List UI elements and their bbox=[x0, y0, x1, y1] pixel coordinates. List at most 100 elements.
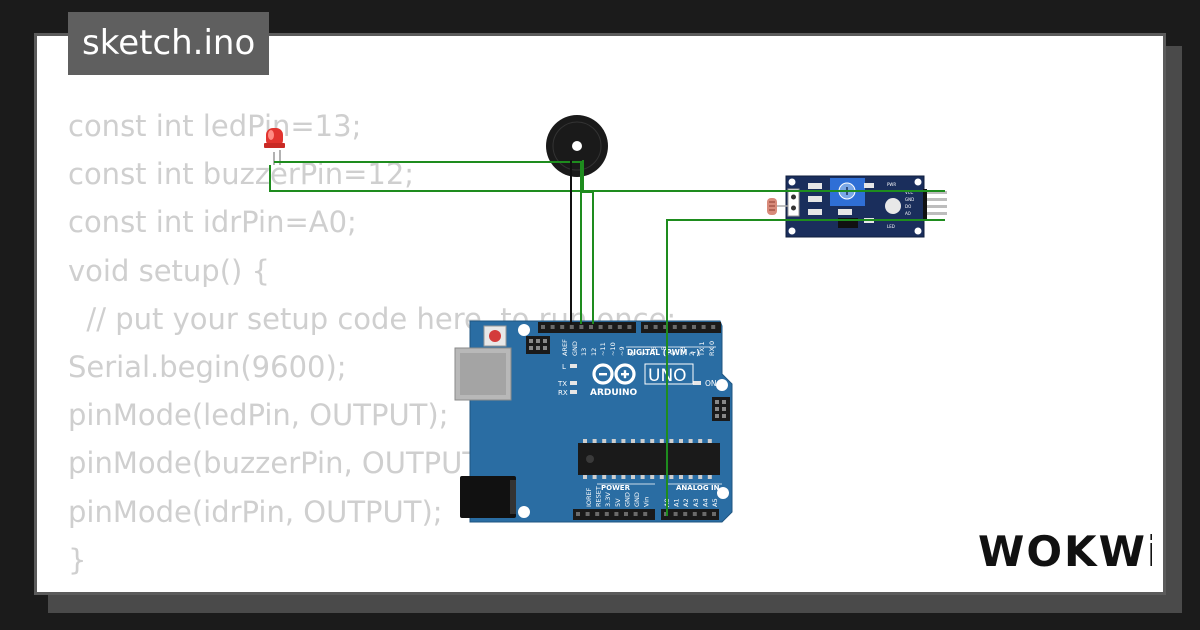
code-line: void setup() { bbox=[68, 253, 270, 288]
header-pin[interactable] bbox=[579, 325, 584, 329]
header-pin[interactable] bbox=[614, 512, 619, 516]
wire-buzzer-12[interactable] bbox=[582, 160, 594, 324]
pin-label: 4 bbox=[669, 352, 677, 356]
file-tab[interactable]: sketch.ino bbox=[68, 12, 270, 75]
header-pin[interactable] bbox=[683, 512, 688, 516]
pin-label: ~10 bbox=[609, 342, 617, 356]
rx-led-label: RX bbox=[558, 389, 568, 397]
pin-label: RESET bbox=[595, 486, 603, 507]
wokwi-logo: WOKWi bbox=[978, 527, 1152, 576]
code-line: // put your setup code here, to run once… bbox=[68, 301, 677, 336]
header-pin[interactable] bbox=[712, 512, 716, 516]
mounting-hole bbox=[717, 487, 729, 499]
power-led bbox=[693, 381, 701, 385]
pin-label: A5 bbox=[711, 498, 719, 507]
code-line: } bbox=[68, 542, 87, 577]
header-pin[interactable] bbox=[633, 512, 638, 516]
arduino-logo-icon bbox=[592, 363, 636, 385]
pin-label: IOREF bbox=[585, 487, 593, 507]
svg-text:WOKWi: WOKWi bbox=[978, 527, 1152, 576]
pin-label: 3.3V bbox=[604, 492, 612, 507]
header-pin[interactable] bbox=[682, 325, 687, 329]
pin-label: 5V bbox=[614, 498, 622, 507]
pin-label: GND bbox=[623, 492, 631, 507]
header-pin[interactable] bbox=[569, 325, 574, 329]
mounting-hole bbox=[716, 379, 728, 391]
header-pin[interactable] bbox=[624, 512, 628, 516]
header-pin[interactable] bbox=[653, 325, 658, 329]
pin-label: ~9 bbox=[618, 346, 626, 356]
header-pin[interactable] bbox=[595, 512, 600, 516]
header-pin[interactable] bbox=[673, 512, 678, 516]
piezo-buzzer[interactable] bbox=[546, 115, 608, 177]
pin-label: A3 bbox=[692, 498, 700, 507]
pin-label: AO bbox=[905, 211, 911, 216]
header-pin[interactable] bbox=[711, 325, 716, 329]
pin-label: TX 1 bbox=[698, 341, 706, 357]
code-line: const int ledPin=13; bbox=[68, 109, 362, 143]
red-led[interactable] bbox=[264, 128, 285, 165]
header-pin[interactable] bbox=[541, 325, 545, 329]
power-header bbox=[573, 509, 655, 520]
board-brand: ARDUINO bbox=[590, 388, 638, 398]
digital-label: DIGITAL (PWM ~) bbox=[627, 348, 700, 357]
header-pin[interactable] bbox=[608, 325, 613, 329]
power-jack bbox=[460, 476, 516, 518]
pin-label: A2 bbox=[682, 498, 690, 507]
wire-ldr-a0[interactable] bbox=[666, 219, 945, 516]
tx-led bbox=[570, 381, 577, 385]
digital-header-left bbox=[538, 322, 636, 333]
pin-label: VCC bbox=[905, 190, 914, 195]
pin-label: GND bbox=[633, 492, 641, 507]
icsp-header bbox=[526, 336, 550, 354]
header-pin[interactable] bbox=[692, 512, 697, 516]
header-pin[interactable] bbox=[617, 325, 622, 329]
header-pin[interactable] bbox=[672, 325, 677, 329]
pin-label: 12 bbox=[590, 348, 598, 356]
atmega-chip bbox=[578, 443, 720, 475]
header-pin[interactable] bbox=[560, 325, 565, 329]
pin-label: 13 bbox=[580, 348, 588, 356]
digital-header-right bbox=[641, 322, 721, 333]
pin-label: GND bbox=[905, 197, 914, 202]
indicator-led bbox=[885, 198, 901, 214]
pin-label: ~3 bbox=[679, 346, 687, 356]
pwr-label: PWR bbox=[887, 182, 896, 187]
header-pin[interactable] bbox=[701, 325, 706, 329]
header-pin[interactable] bbox=[702, 512, 707, 516]
pin-label: RX 0 bbox=[708, 341, 716, 356]
pin-label: ~6 bbox=[650, 346, 658, 356]
l-led-label: L bbox=[562, 363, 566, 371]
wire-led-13[interactable] bbox=[274, 161, 582, 324]
header-pin[interactable] bbox=[692, 325, 696, 329]
pin-label: ~5 bbox=[660, 346, 668, 356]
header-pin[interactable] bbox=[663, 325, 668, 329]
header-pin[interactable] bbox=[550, 325, 555, 329]
header-pin[interactable] bbox=[643, 512, 648, 516]
header-pin[interactable] bbox=[585, 512, 590, 516]
header-pin[interactable] bbox=[644, 325, 648, 329]
pin-label: Vin bbox=[643, 497, 651, 507]
analog-header bbox=[661, 509, 719, 520]
power-label: POWER bbox=[601, 484, 631, 492]
mounting-hole bbox=[518, 324, 530, 336]
pin-label: ~11 bbox=[599, 342, 607, 356]
header-pin[interactable] bbox=[604, 512, 609, 516]
code-line: const int idrPin=A0; bbox=[68, 205, 357, 240]
wire-ldr-vcc[interactable] bbox=[269, 165, 945, 192]
header-pin[interactable] bbox=[627, 325, 632, 329]
on-label: ON bbox=[705, 379, 717, 388]
pin-label: 2 bbox=[688, 352, 696, 356]
rx-led bbox=[570, 390, 577, 394]
header-pin[interactable] bbox=[589, 325, 593, 329]
analog-label: ANALOG IN bbox=[676, 484, 720, 492]
pin-label: A4 bbox=[701, 498, 709, 507]
header-pin[interactable] bbox=[598, 325, 603, 329]
header-pin[interactable] bbox=[576, 512, 580, 516]
wires[interactable] bbox=[269, 160, 945, 516]
l-led bbox=[570, 364, 577, 368]
mounting-hole bbox=[518, 506, 530, 518]
